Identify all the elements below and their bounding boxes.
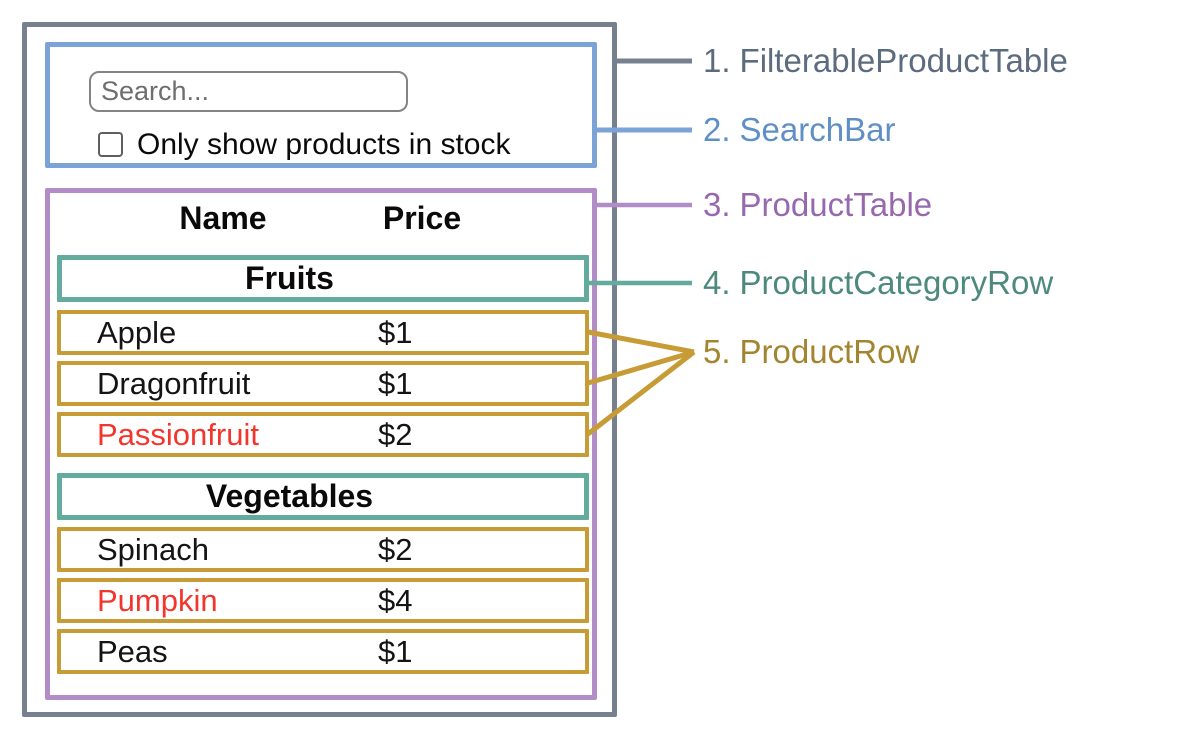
label-text: ProductRow bbox=[739, 333, 920, 370]
product-row: Dragonfruit $1 bbox=[57, 361, 589, 406]
product-category-row: Vegetables bbox=[57, 473, 589, 520]
product-category-row: Fruits bbox=[57, 255, 589, 302]
label-number: 3. bbox=[703, 186, 731, 223]
product-row: Apple $1 bbox=[57, 310, 589, 355]
product-price: $2 bbox=[378, 417, 413, 452]
category-label: Vegetables bbox=[205, 478, 374, 514]
label-product-row: 5.ProductRow bbox=[703, 333, 919, 371]
label-search-bar: 2.SearchBar bbox=[703, 111, 895, 149]
product-row: Pumpkin $4 bbox=[57, 578, 589, 623]
product-name: Dragonfruit bbox=[97, 366, 251, 401]
category-label: Fruits bbox=[245, 260, 334, 296]
product-row: Spinach $2 bbox=[57, 527, 589, 572]
label-number: 1. bbox=[703, 42, 731, 79]
label-number: 4. bbox=[703, 264, 731, 301]
in-stock-checkbox-label: Only show products in stock bbox=[137, 128, 511, 161]
label-number: 2. bbox=[703, 111, 731, 148]
product-row: Passionfruit $2 bbox=[57, 412, 589, 457]
label-text: ProductCategoryRow bbox=[739, 264, 1054, 301]
search-input[interactable] bbox=[89, 71, 408, 112]
product-name: Passionfruit bbox=[97, 417, 259, 452]
product-price: $1 bbox=[378, 634, 413, 669]
label-number: 5. bbox=[703, 333, 731, 370]
label-text: SearchBar bbox=[739, 111, 896, 148]
product-price: $4 bbox=[378, 583, 413, 618]
column-header-price: Price bbox=[382, 200, 462, 236]
label-text: FilterableProductTable bbox=[739, 42, 1068, 79]
product-name: Apple bbox=[97, 315, 177, 350]
product-price: $1 bbox=[378, 366, 413, 401]
column-header-name: Name bbox=[179, 200, 267, 236]
product-price: $1 bbox=[378, 315, 413, 350]
product-price: $2 bbox=[378, 532, 413, 567]
product-name: Peas bbox=[97, 634, 168, 669]
label-text: ProductTable bbox=[739, 186, 933, 223]
product-name: Spinach bbox=[97, 532, 210, 567]
in-stock-checkbox[interactable] bbox=[98, 132, 123, 157]
product-row: Peas $1 bbox=[57, 629, 589, 674]
label-product-category-row: 4.ProductCategoryRow bbox=[703, 264, 1053, 302]
product-name: Pumpkin bbox=[97, 583, 218, 618]
label-product-table: 3.ProductTable bbox=[703, 186, 932, 224]
label-filterable-product-table: 1.FilterableProductTable bbox=[703, 42, 1068, 80]
